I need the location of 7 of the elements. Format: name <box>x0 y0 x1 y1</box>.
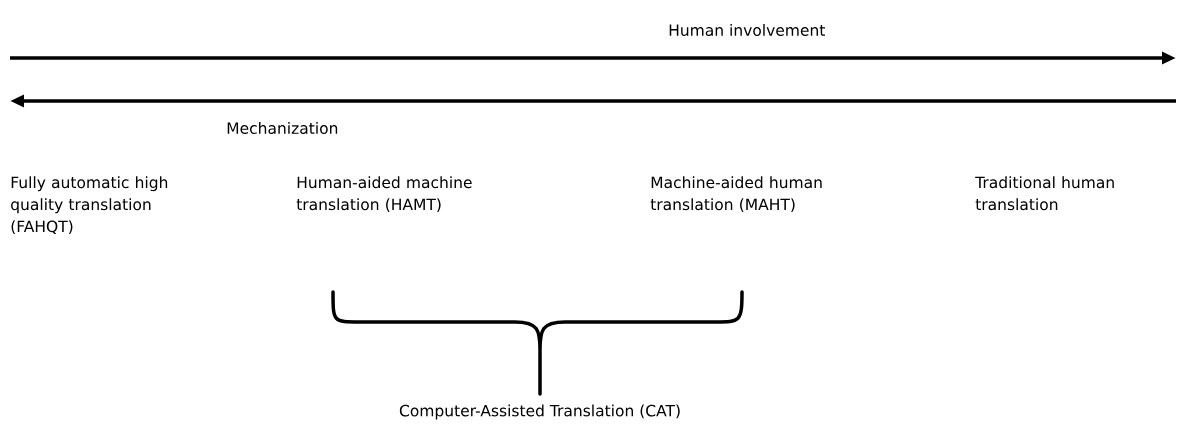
category-label: Machine-aided human translation (MAHT) <box>650 176 822 212</box>
category-label: Fully automatic high quality translation (FAHQT) <box>11 176 168 234</box>
category-label: Human-aided machine translation (HAMT) <box>296 176 472 212</box>
category-label: Traditional human translation <box>975 176 1114 211</box>
axis-label: Human involvement <box>669 24 825 36</box>
axis-label: Mechanization <box>227 122 338 134</box>
group-label: Computer-Assisted Translation (CAT) <box>399 404 680 420</box>
